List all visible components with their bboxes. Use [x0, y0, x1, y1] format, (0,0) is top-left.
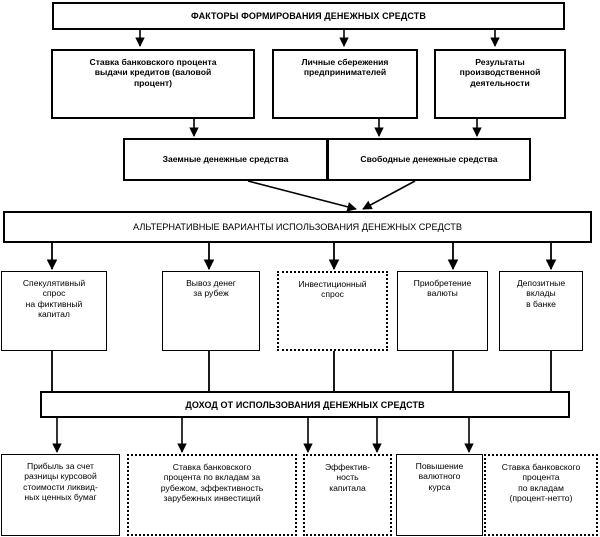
income-box-2-label: Ставка банковского процента по вкладам з… [160, 462, 264, 504]
income-box-5: Ставка банковского процента по вкладам (… [484, 454, 598, 536]
alternatives-bar: АЛЬТЕРНАТИВНЫЕ ВАРИАНТЫ ИСПОЛЬЗОВАНИЯ ДЕ… [3, 211, 592, 243]
factor-box-3: Результаты производственной деятельности [434, 49, 566, 119]
alternatives-bar-label: АЛЬТЕРНАТИВНЫЕ ВАРИАНТЫ ИСПОЛЬЗОВАНИЯ ДЕ… [133, 222, 462, 232]
alternative-box-4: Приобретение валюты [397, 271, 488, 351]
factor-box-2: Личные сбережения предпринимателей [272, 49, 418, 119]
income-box-4: Повышение валютного курса [396, 454, 483, 536]
income-box-1: Прибыль за счет разницы курсовой стоимос… [1, 454, 120, 536]
alternative-box-1-label: Спекулятивный спрос на фиктивный капитал [22, 278, 86, 320]
income-box-3: Эффектив- ность капитала [303, 454, 392, 536]
alternative-box-3-label: Инвестиционный спрос [298, 279, 367, 300]
factor-box-1-label: Ставка банковского процента выдачи креди… [89, 57, 217, 88]
funds-box-borrowed: Заемные денежные средства [123, 138, 328, 181]
factor-box-1: Ставка банковского процента выдачи креди… [51, 49, 255, 119]
income-bar: ДОХОД ОТ ИСПОЛЬЗОВАНИЯ ДЕНЕЖНЫХ СРЕДСТВ [40, 391, 570, 418]
title-bar: ФАКТОРЫ ФОРМИРОВАНИЯ ДЕНЕЖНЫХ СРЕДСТВ [52, 2, 565, 30]
factor-box-3-label: Результаты производственной деятельности [459, 57, 541, 88]
alternative-box-2-label: Вывоз денег за рубеж [186, 278, 236, 299]
factor-box-2-label: Личные сбережения предпринимателей [301, 57, 389, 78]
alternative-box-5-label: Депозитные вклады в банке [516, 278, 566, 309]
income-box-1-label: Прибыль за счет разницы курсовой стоимос… [23, 461, 98, 503]
alternative-box-5: Депозитные вклады в банке [499, 271, 583, 351]
income-box-5-label: Ставка банковского процента по вкладам (… [501, 462, 581, 504]
title-bar-label: ФАКТОРЫ ФОРМИРОВАНИЯ ДЕНЕЖНЫХ СРЕДСТВ [191, 11, 426, 21]
alternative-box-1: Спекулятивный спрос на фиктивный капитал [1, 271, 107, 351]
income-box-3-label: Эффектив- ность капитала [324, 462, 371, 493]
funds-box-borrowed-label: Заемные денежные средства [162, 154, 289, 165]
income-box-4-label: Повышение валютного курса [415, 461, 464, 492]
funds-box-free-label: Свободные денежные средства [360, 154, 498, 165]
alternative-box-2: Вывоз денег за рубеж [162, 271, 260, 351]
alternative-box-4-label: Приобретение валюты [413, 278, 472, 299]
income-box-2: Ставка банковского процента по вкладам з… [127, 454, 297, 536]
income-bar-label: ДОХОД ОТ ИСПОЛЬЗОВАНИЯ ДЕНЕЖНЫХ СРЕДСТВ [185, 399, 425, 410]
funds-box-free: Свободные денежные средства [327, 138, 531, 181]
alternative-box-3: Инвестиционный спрос [277, 271, 388, 351]
